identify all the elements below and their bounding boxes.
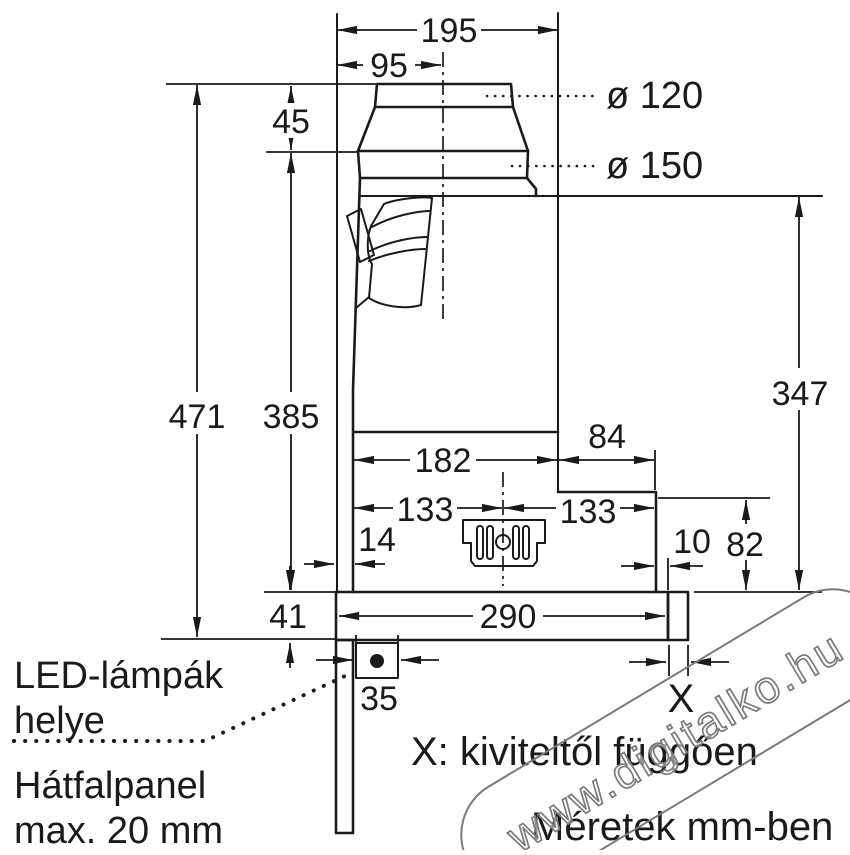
dim-total-width: 195 xyxy=(337,12,558,50)
dim-filter-left: 133 xyxy=(354,491,502,529)
bracket-rib xyxy=(476,525,484,560)
handle-bar-end-cap xyxy=(666,590,690,642)
ext-x xyxy=(668,645,689,676)
collar-left-slant xyxy=(356,105,377,153)
led-marker xyxy=(12,642,399,743)
led-note-line2: helye xyxy=(14,700,105,742)
dim-label-95: 95 xyxy=(370,47,408,85)
variant-note: X: kiviteltől függően xyxy=(411,730,758,774)
dim-label-10: 10 xyxy=(673,523,711,561)
led-note-line1: LED-lámpák xyxy=(14,655,224,697)
flap-panel xyxy=(366,196,433,309)
dim-variant-width: X xyxy=(629,657,729,721)
led-dot xyxy=(370,654,384,668)
panel-note-line2: max. 20 mm xyxy=(14,810,223,850)
centerlines xyxy=(442,52,504,586)
flange-right-chamfer xyxy=(525,176,538,198)
duct-collar-small xyxy=(373,82,515,109)
flap-foot xyxy=(355,296,370,309)
dim-duct-diameters: ø 120 ø 150 xyxy=(485,75,703,187)
dim-collar-height: 45 xyxy=(265,86,317,150)
extension-lines xyxy=(161,83,822,676)
dim-body-depth: 182 xyxy=(354,442,557,480)
bracket-rib xyxy=(512,525,520,560)
dim-label-41: 41 xyxy=(269,598,307,636)
dim-label-14: 14 xyxy=(358,521,396,559)
dim-label-35: 35 xyxy=(360,680,398,718)
flap-bracket xyxy=(346,208,375,263)
dim-label-471: 471 xyxy=(169,398,226,436)
dim-label-385: 385 xyxy=(263,398,320,436)
hood-outline xyxy=(334,12,823,835)
pullout-strip xyxy=(334,638,355,835)
dim-total-height: 471 xyxy=(160,85,234,637)
dim-label-45: 45 xyxy=(272,103,310,141)
dim-body-height: 385 xyxy=(254,153,328,590)
dim-label-133-left: 133 xyxy=(397,491,454,529)
filter-bracket xyxy=(462,519,546,567)
dim-label-195: 195 xyxy=(421,12,478,50)
label-d150: ø 150 xyxy=(606,145,703,187)
bracket-rib xyxy=(486,525,494,560)
dim-label-347: 347 xyxy=(772,375,829,413)
dim-rear-depth: 84 xyxy=(559,418,654,465)
bracket-rib xyxy=(522,525,530,560)
dim-label-x: X xyxy=(668,677,695,721)
dim-rear-gap: 10 xyxy=(621,523,711,571)
dim-rail-width: 290 xyxy=(339,598,665,636)
panel-note-line1: Hátfalpanel xyxy=(14,765,206,807)
annotations: LED-lámpák helye Hátfalpanel max. 20 mm … xyxy=(14,655,833,852)
label-d120: ø 120 xyxy=(606,75,703,117)
dim-label-290: 290 xyxy=(480,598,537,636)
dim-label-84: 84 xyxy=(588,418,626,456)
dim-filter-right: 133 xyxy=(504,493,654,531)
dim-label-182: 182 xyxy=(415,442,472,480)
dim-front-offset: 14 xyxy=(304,521,396,569)
airflow-flap xyxy=(346,196,433,309)
units-note: Méretek mm-ben xyxy=(531,805,833,849)
bracket-outline xyxy=(462,519,546,567)
collar-right-slant xyxy=(511,105,530,153)
dim-lower-rear-height: 82 xyxy=(723,500,769,590)
dim-led-width: 35 xyxy=(316,655,439,718)
watermark-ring xyxy=(460,588,850,855)
rear-step-outline xyxy=(556,490,658,594)
led-box xyxy=(355,642,399,679)
inner-front-wall xyxy=(351,176,362,594)
dim-label-82: 82 xyxy=(726,526,764,564)
dim-duct-offset: 95 xyxy=(337,47,441,85)
dim-rear-height: 347 xyxy=(762,197,838,590)
dim-rail-height: 41 xyxy=(269,566,307,668)
flap-lamellae xyxy=(368,210,431,262)
dim-label-133-right: 133 xyxy=(560,493,617,531)
